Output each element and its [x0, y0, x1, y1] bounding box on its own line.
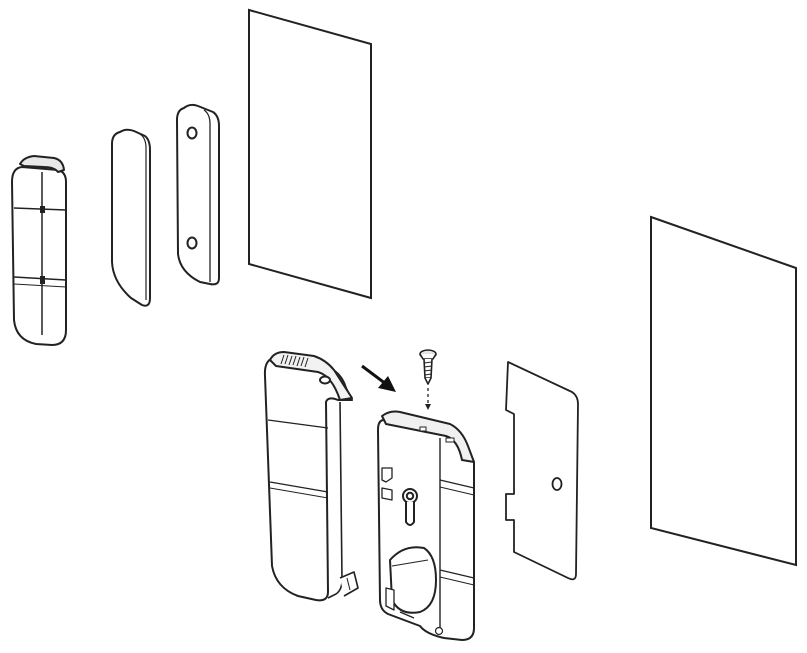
base-plate — [377, 410, 475, 641]
sensor-body — [11, 155, 67, 346]
keyhole-slot — [402, 488, 418, 526]
mounting-hole-top — [186, 126, 198, 140]
mounting-surface-panel — [248, 8, 372, 300]
screw-insertion-guide — [425, 388, 431, 410]
mounting-screw — [419, 349, 437, 385]
adhesive-tape — [505, 361, 579, 581]
battery-compartment — [385, 546, 437, 619]
mounting-hole-bottom — [186, 236, 198, 250]
direction-arrow — [361, 364, 396, 392]
cover-screw-hole — [319, 375, 331, 385]
magnet-housing — [176, 103, 220, 286]
vent-ribs — [280, 354, 309, 368]
adhesive-pad — [111, 128, 151, 307]
tape-hole — [551, 477, 563, 491]
wall-panel — [650, 215, 797, 567]
front-cover — [263, 351, 359, 602]
